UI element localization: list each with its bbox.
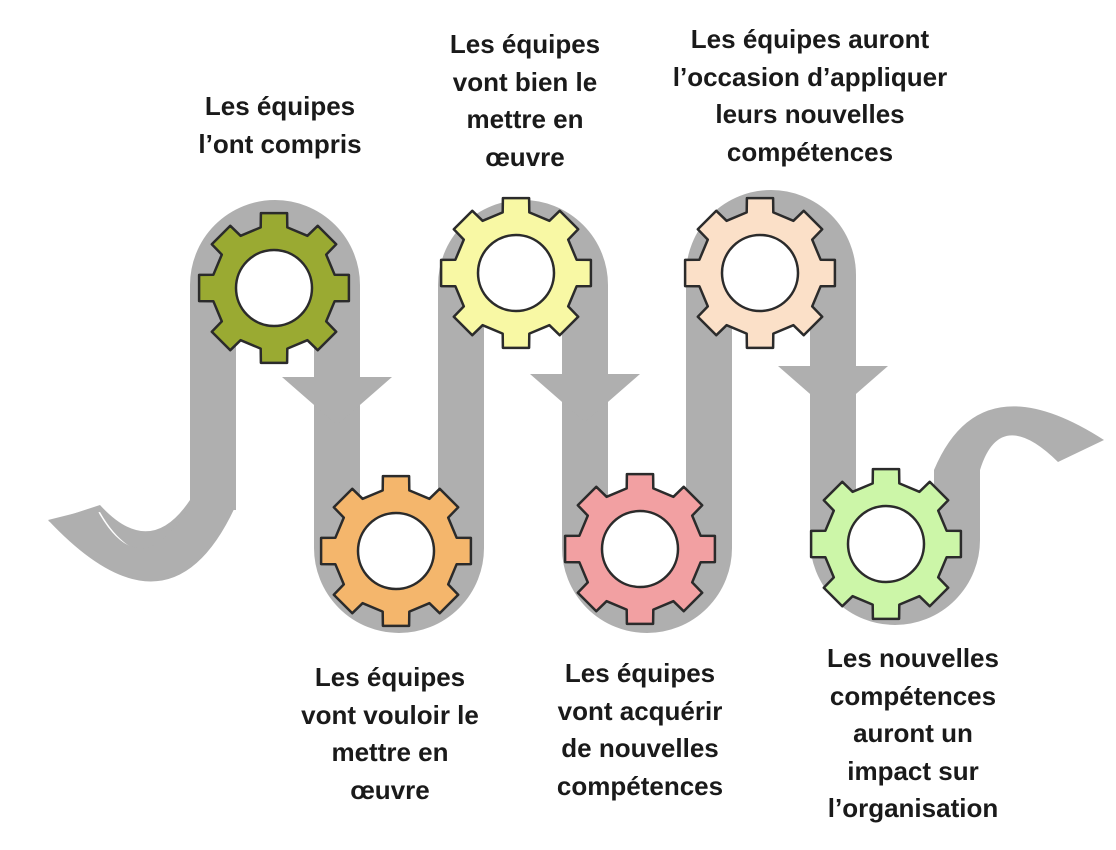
gear-want-implement-hole <box>356 511 436 591</box>
step-label-implement-well: Les équipes vont bien le mettre en œuvre <box>449 29 601 172</box>
step-label-organisation-impact: Les nouvelles compétences auront un impa… <box>827 643 999 823</box>
gear-understood-hole <box>234 248 314 328</box>
step-label-want-implement: Les équipes vont vouloir le mettre en œu… <box>301 662 479 805</box>
gear-organisation-impact <box>809 467 963 621</box>
step-label-acquire-skills: Les équipes vont acquérir de nouvelles c… <box>556 658 724 801</box>
gear-organisation-impact-hole <box>846 504 926 584</box>
step-label-apply-skills: Les équipes auront l’occasion d’applique… <box>672 24 948 167</box>
gear-acquire-skills-hole <box>600 509 680 589</box>
gear-implement-well <box>439 196 593 350</box>
arrowhead-1 <box>282 377 392 425</box>
step-label-understood: Les équipes l’ont compris <box>198 91 362 159</box>
path-start-tail <box>48 505 236 582</box>
gear-apply-skills <box>683 196 837 350</box>
gears <box>197 196 963 628</box>
arrowhead-2 <box>530 374 640 422</box>
arrowhead-3 <box>778 366 888 414</box>
gear-apply-skills-hole <box>720 233 800 313</box>
gear-want-implement <box>319 474 473 628</box>
path-end-curl <box>934 406 1104 470</box>
gear-acquire-skills <box>563 472 717 626</box>
gear-implement-well-hole <box>476 233 556 313</box>
gear-understood <box>197 211 351 365</box>
